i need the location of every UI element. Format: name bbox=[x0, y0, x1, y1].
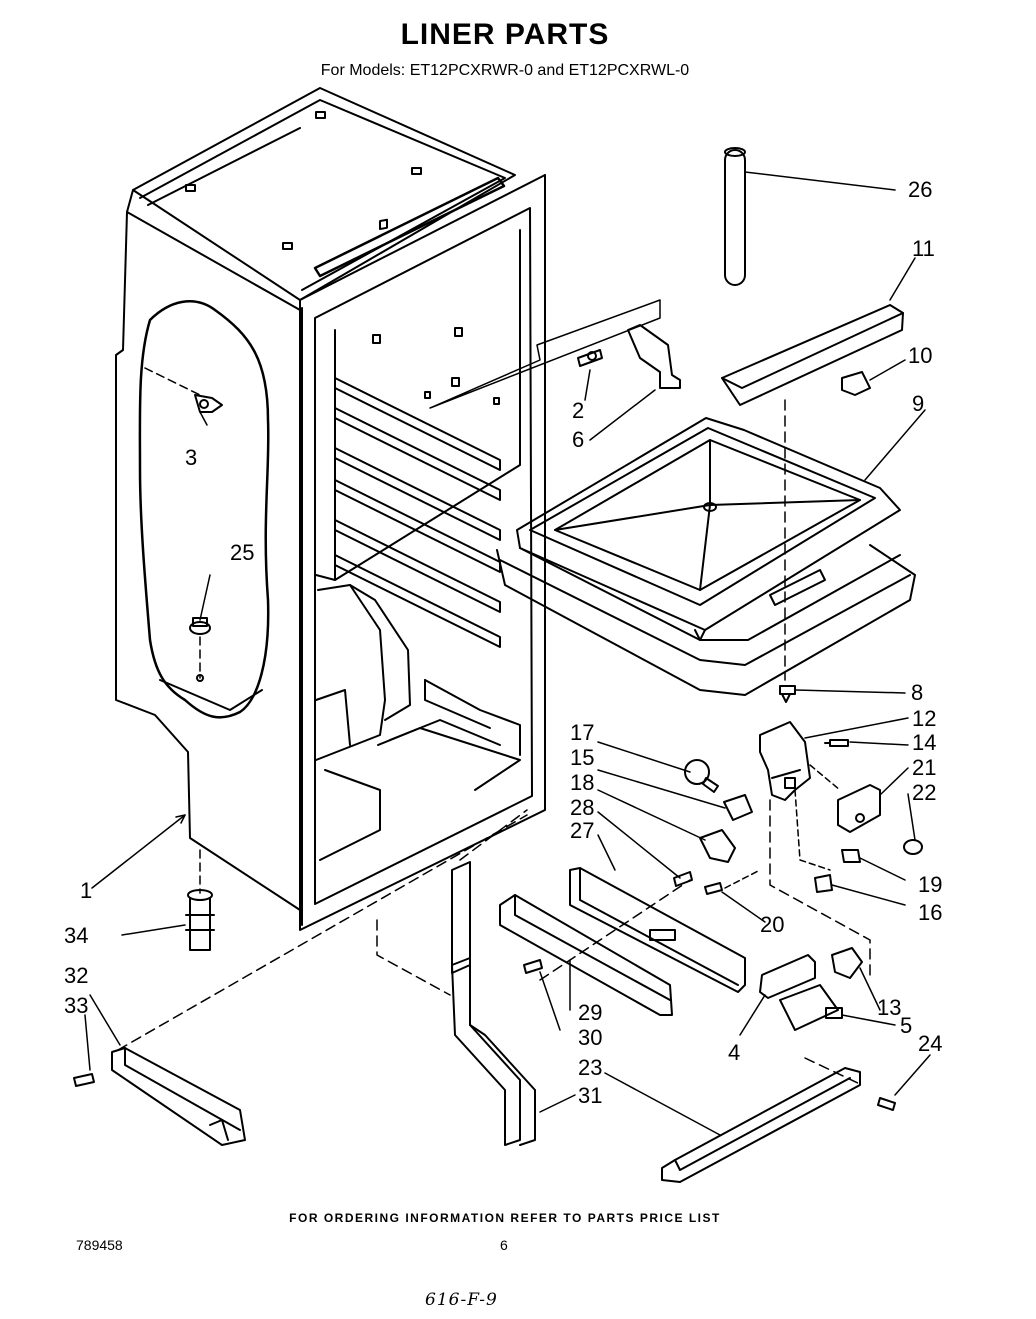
part-24-screw bbox=[877, 1097, 896, 1111]
part-18-cover bbox=[699, 829, 736, 863]
callout-6: 6 bbox=[572, 427, 584, 452]
part-15-socket bbox=[723, 794, 753, 821]
callout-21: 21 bbox=[912, 755, 936, 780]
part-33-screw bbox=[73, 1073, 95, 1087]
part-34-leveler bbox=[185, 889, 215, 951]
page-number: 6 bbox=[500, 1237, 508, 1253]
part-3-clip bbox=[194, 394, 223, 413]
callout-19: 19 bbox=[918, 872, 942, 897]
part-27-bracket bbox=[569, 867, 746, 993]
part-5-plate bbox=[779, 984, 843, 1031]
callout-17: 17 bbox=[570, 720, 594, 745]
callout-13: 13 bbox=[877, 995, 901, 1020]
model-subtitle: For Models: ET12PCXRWR-0 and ET12PCXRWL-… bbox=[320, 62, 690, 79]
part-14-screw bbox=[824, 739, 849, 747]
handwritten-note: 616-F-9 bbox=[425, 1290, 498, 1310]
part-17-bulb bbox=[684, 759, 719, 793]
part-11-shelf-front bbox=[721, 304, 904, 406]
callout-5: 5 bbox=[900, 1013, 912, 1038]
callout-25: 25 bbox=[230, 540, 254, 565]
callout-26: 26 bbox=[908, 177, 932, 202]
part-21-block bbox=[837, 784, 881, 833]
dashed-leader-29 bbox=[539, 879, 691, 981]
callout-12: 12 bbox=[912, 706, 936, 731]
part-22-knob bbox=[903, 839, 923, 855]
callout-32: 32 bbox=[64, 963, 88, 988]
part-16-switch bbox=[814, 874, 833, 893]
callout-2: 2 bbox=[572, 398, 584, 423]
part-13-thermostat bbox=[831, 947, 863, 979]
callout-30: 30 bbox=[578, 1025, 602, 1050]
callout-23: 23 bbox=[578, 1055, 602, 1080]
part-26-tube bbox=[724, 147, 746, 286]
callout-3: 3 bbox=[185, 445, 197, 470]
callout-31: 31 bbox=[578, 1083, 602, 1108]
callout-28: 28 bbox=[570, 795, 594, 820]
cabinet-liner bbox=[115, 87, 546, 931]
part-29-channel bbox=[499, 894, 673, 1016]
control-housing bbox=[759, 721, 811, 801]
callout-11: 11 bbox=[912, 236, 935, 261]
dashed-leader-16 bbox=[794, 789, 831, 871]
part-9-shelf-tray bbox=[496, 417, 916, 696]
part-31-post bbox=[451, 861, 536, 1146]
callout-27: 27 bbox=[570, 818, 594, 843]
callout-1: 1 bbox=[80, 878, 92, 903]
ordering-info-footer: FOR ORDERING INFORMATION REFER TO PARTS … bbox=[289, 1211, 721, 1225]
callout-33: 33 bbox=[64, 993, 88, 1018]
callout-10: 10 bbox=[908, 343, 932, 368]
callout-18: 18 bbox=[570, 770, 594, 795]
callout-8: 8 bbox=[911, 680, 923, 705]
dashed-leader-12 bbox=[769, 799, 871, 976]
callout-29: 29 bbox=[578, 1000, 602, 1025]
part-8-screw bbox=[779, 685, 796, 703]
dashed-leader-20 bbox=[724, 869, 761, 889]
dashed-leader-24 bbox=[804, 1057, 863, 1086]
callout-9: 9 bbox=[912, 391, 924, 416]
dashed-leader-21 bbox=[809, 764, 841, 791]
callout-15: 15 bbox=[570, 745, 594, 770]
dashed-leader-32 bbox=[117, 814, 528, 1051]
leader-lines bbox=[84, 171, 931, 1136]
callout-4: 4 bbox=[728, 1040, 740, 1065]
part-6-bracket bbox=[429, 299, 681, 409]
callout-20: 20 bbox=[760, 912, 784, 937]
part-28-screw bbox=[673, 871, 693, 887]
part-30-screw bbox=[523, 959, 543, 974]
callout-16: 16 bbox=[918, 900, 942, 925]
part-10-clip bbox=[841, 371, 871, 396]
callout-34: 34 bbox=[64, 923, 88, 948]
page-title: LINER PARTS bbox=[400, 18, 610, 51]
callout-numbers: 26 11 10 9 2 6 3 25 8 12 14 21 22 17 15 … bbox=[64, 177, 942, 1108]
callout-24: 24 bbox=[918, 1031, 942, 1056]
document-number: 789458 bbox=[76, 1237, 123, 1253]
part-20-screw bbox=[704, 882, 723, 895]
callout-14: 14 bbox=[912, 730, 936, 755]
part-4-bracket bbox=[759, 954, 816, 999]
part-32-base-rail bbox=[111, 1047, 246, 1146]
part-23-kickplate bbox=[661, 1067, 861, 1183]
part-19-switch bbox=[841, 849, 861, 863]
dashed-leader-31 bbox=[376, 919, 451, 996]
callout-22: 22 bbox=[912, 780, 936, 805]
